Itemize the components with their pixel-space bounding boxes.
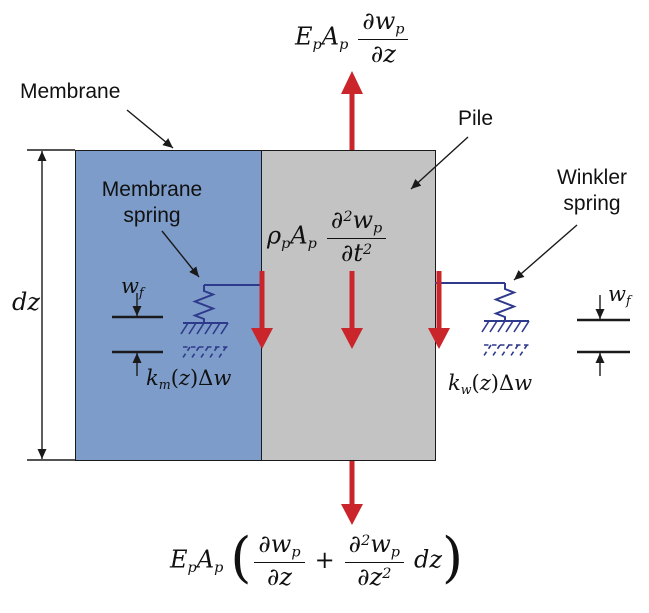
dz-dimension-arrow [27,149,75,461]
dz-label: dz [12,288,41,316]
membrane-label: Membrane [20,80,121,103]
membrane-spring-leader-arrow [161,230,200,278]
winkler-spring-label: Winkler spring [536,165,648,218]
wf-dimension-right [577,295,630,376]
pile-leader-arrow [410,136,469,190]
membrane-spring-label-line1: Membrane [101,178,203,201]
inertia-force-label: ρpAp∂2wp∂t2 [267,206,389,267]
membrane-region [75,150,263,461]
winkler-reaction-label: kw(z)Δw [448,371,533,397]
pile-label: Pile [458,107,494,130]
membrane-spring-label-line2: spring [123,204,181,228]
winkler-spring-label-line1: Winkler [556,166,627,189]
inertia-arrow-left [251,271,273,349]
inertia-arrow-right [428,271,450,349]
top-axial-force-arrow [341,71,363,150]
wf-right-label: wf [608,282,631,308]
membrane-reaction-label: km(z)Δw [146,366,232,392]
wf-left-label: wf [121,274,144,300]
inertia-arrow-center [341,271,363,349]
top-axial-force-label: EpAp∂wp∂z [295,7,411,68]
wf-dimension-left [112,293,163,376]
pile-region [261,150,436,461]
winkler-spring-label-line2: spring [563,192,621,216]
winkler-spring-symbol [435,282,530,358]
membrane-leader-arrow [126,109,174,149]
winkler-spring-leader-arrow [513,224,578,281]
membrane-spring-label: Membrane spring [90,177,214,230]
bottom-axial-force-arrow [341,461,363,525]
membrane-spring-symbol [180,284,263,360]
